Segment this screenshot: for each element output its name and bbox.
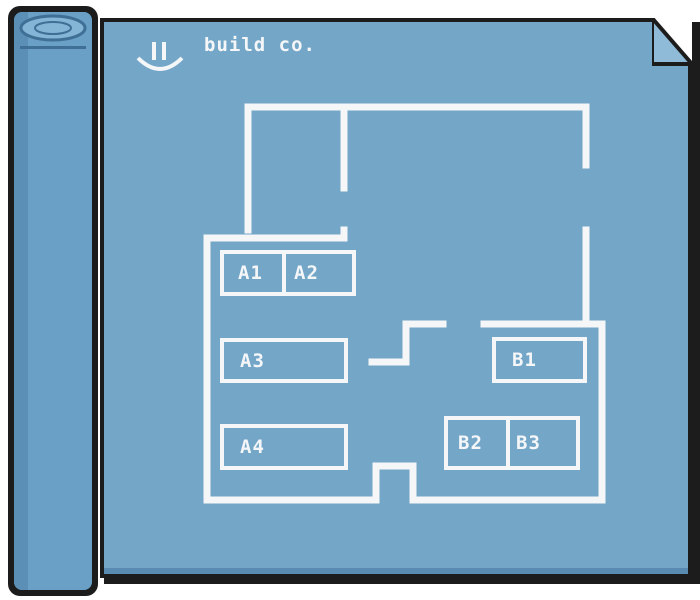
room-a1-label: A1 (238, 262, 263, 284)
room-a1[interactable]: A1 (220, 250, 286, 296)
room-b3-label: B3 (516, 432, 541, 454)
brand-name: build co. (204, 34, 316, 56)
folded-corner-icon (652, 18, 692, 66)
room-b2[interactable]: B2 (444, 416, 510, 470)
wall-outer (203, 226, 606, 504)
sheet-bottom-edge (104, 568, 688, 574)
room-b3[interactable]: B3 (506, 416, 580, 470)
room-a3[interactable]: A3 (220, 338, 348, 383)
smile-logo-icon (136, 42, 184, 71)
room-a3-label: A3 (240, 349, 265, 372)
wall-north (244, 103, 590, 234)
roll-end-icon (19, 14, 87, 49)
room-b1[interactable]: B1 (492, 337, 587, 383)
blueprint-sheet (100, 18, 692, 578)
room-a2[interactable]: A2 (282, 250, 356, 296)
room-b2-label: B2 (458, 432, 483, 454)
room-a4-label: A4 (240, 436, 265, 458)
room-b1-label: B1 (512, 349, 537, 371)
room-a4[interactable]: A4 (220, 424, 348, 470)
blueprint-roll-shade (14, 12, 28, 590)
stair-wall (368, 320, 447, 366)
room-a2-label: A2 (294, 262, 319, 284)
